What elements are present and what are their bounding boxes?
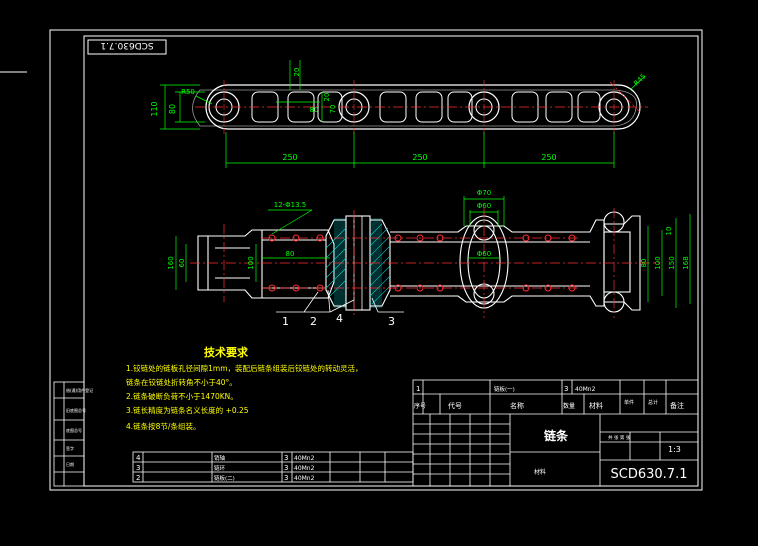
bom-row-4-mat: 40Mn2 — [294, 455, 315, 462]
dim-phi60-center: Φ60 — [477, 250, 491, 258]
bom-header-code: 代号 — [448, 401, 462, 410]
bom-row-2-mat: 40Mn2 — [294, 475, 315, 482]
bom-top-qty: 3 — [564, 385, 568, 393]
dim-168: 168 — [682, 256, 690, 269]
part-name: 链条 — [544, 428, 569, 443]
top-view-chain — [192, 80, 648, 134]
strip-label-5: 日期 — [66, 461, 74, 467]
drawing-frame — [83, 35, 699, 487]
dim-pitch-2: 250 — [412, 153, 427, 162]
bom-row-4-name: 销轴 — [214, 454, 226, 462]
sheet-border — [49, 29, 703, 491]
rotated-number-box — [87, 39, 167, 55]
strip-label-2: 旧底图总号 — [66, 407, 86, 413]
balloon-4: 4 — [336, 312, 343, 325]
front-view-dimensions — [175, 196, 691, 308]
tech-line-5: 4.链条按8节/条组装。 — [126, 421, 200, 431]
dim-r50: R50 — [181, 88, 195, 96]
strip-label-3: 底图总号 — [66, 427, 82, 433]
bom-row-4-no: 4 — [136, 454, 141, 462]
bom-top-name: 链板(一) — [494, 385, 515, 393]
material-label: 材料 — [534, 468, 546, 476]
dim-pitch-1: 250 — [282, 153, 297, 162]
bom-row-3-mat: 40Mn2 — [294, 465, 315, 472]
strip-label-1: 借(通)用件登记 — [66, 387, 93, 393]
top-view-dimensions — [160, 60, 646, 168]
section-hatch — [325, 223, 391, 305]
bom-row-4-qty: 3 — [284, 454, 288, 462]
dim-100-left: 100 — [247, 256, 255, 269]
bom-row-2-no: 2 — [136, 474, 140, 482]
bom-row-3-name: 链环 — [214, 464, 226, 472]
balloon-3: 3 — [388, 315, 395, 328]
dim-holes: 12-Φ13.5 — [274, 201, 307, 209]
bom-header-remark: 备注 — [670, 401, 684, 410]
bom-top-mat: 40Mn2 — [575, 386, 596, 393]
balloon-2: 2 — [310, 315, 317, 328]
front-centerlines — [190, 208, 660, 318]
dim-160: 160 — [167, 256, 175, 269]
tech-line-1: 1.铰链处的链板孔径间隙1mm，装配后链条组装后铰链处的转动灵活， — [126, 363, 363, 373]
dim-150: 150 — [668, 256, 676, 269]
bom-header-qty: 数量 — [563, 402, 575, 410]
rotated-drawing-number: SCD630.7.1 — [100, 40, 153, 50]
dim-110: 110 — [150, 101, 159, 116]
dim-80-right: 80 — [640, 259, 648, 268]
dim-20b: 20 — [323, 93, 331, 102]
dim-10: 10 — [665, 227, 673, 236]
bom-row-3-no: 3 — [136, 464, 140, 472]
dim-80-front: 80 — [286, 250, 295, 258]
part-leaders — [276, 289, 404, 313]
dim-pitch-3: 250 — [541, 153, 556, 162]
bom-lower-table — [132, 451, 414, 483]
front-view-chain — [197, 211, 641, 313]
dim-20: 20 — [293, 68, 301, 77]
bom-row-3-qty: 3 — [284, 464, 288, 472]
bom-row-2-qty: 3 — [284, 474, 288, 482]
bom-header-weight: 单件 — [624, 399, 634, 406]
balloon-1: 1 — [282, 315, 289, 328]
left-strip-table — [53, 381, 85, 487]
tech-line-3: 2.链条破断负荷不小于1470KN。 — [126, 391, 238, 401]
bom-top-no: 1 — [416, 385, 420, 393]
bolt-holes — [268, 234, 576, 292]
dim-60-left: 60 — [178, 259, 186, 268]
strip-label-4: 签字 — [66, 445, 74, 451]
tech-line-4: 3.链长精度为链条名义长度的 +0.25 — [126, 405, 249, 415]
bom-header-name: 名称 — [510, 401, 524, 410]
dim-phi70: Φ70 — [477, 189, 491, 197]
bom-header-total: 总计 — [648, 399, 658, 406]
dim-r45: R45 — [632, 72, 647, 87]
tech-title: 技术要求 — [204, 345, 249, 359]
dim-100-right: 100 — [654, 256, 662, 269]
dim-70: 70 — [329, 105, 337, 114]
sheet-label: 共 张 第 张 — [608, 434, 631, 441]
dim-phi60: Φ60 — [477, 202, 491, 210]
bom-header-no: 序号 — [414, 402, 426, 410]
tech-line-2: 链条在铰链处折转角不小于40°。 — [126, 377, 237, 387]
drawing-number: SCD630.7.1 — [611, 467, 688, 482]
bom-row-2-name: 链板(二) — [214, 474, 235, 482]
dim-80b: 80 — [310, 106, 319, 114]
scale-value: 1:3 — [668, 445, 681, 454]
title-block — [412, 379, 699, 487]
dim-80: 80 — [168, 104, 177, 114]
bom-header-material: 材料 — [589, 401, 603, 410]
